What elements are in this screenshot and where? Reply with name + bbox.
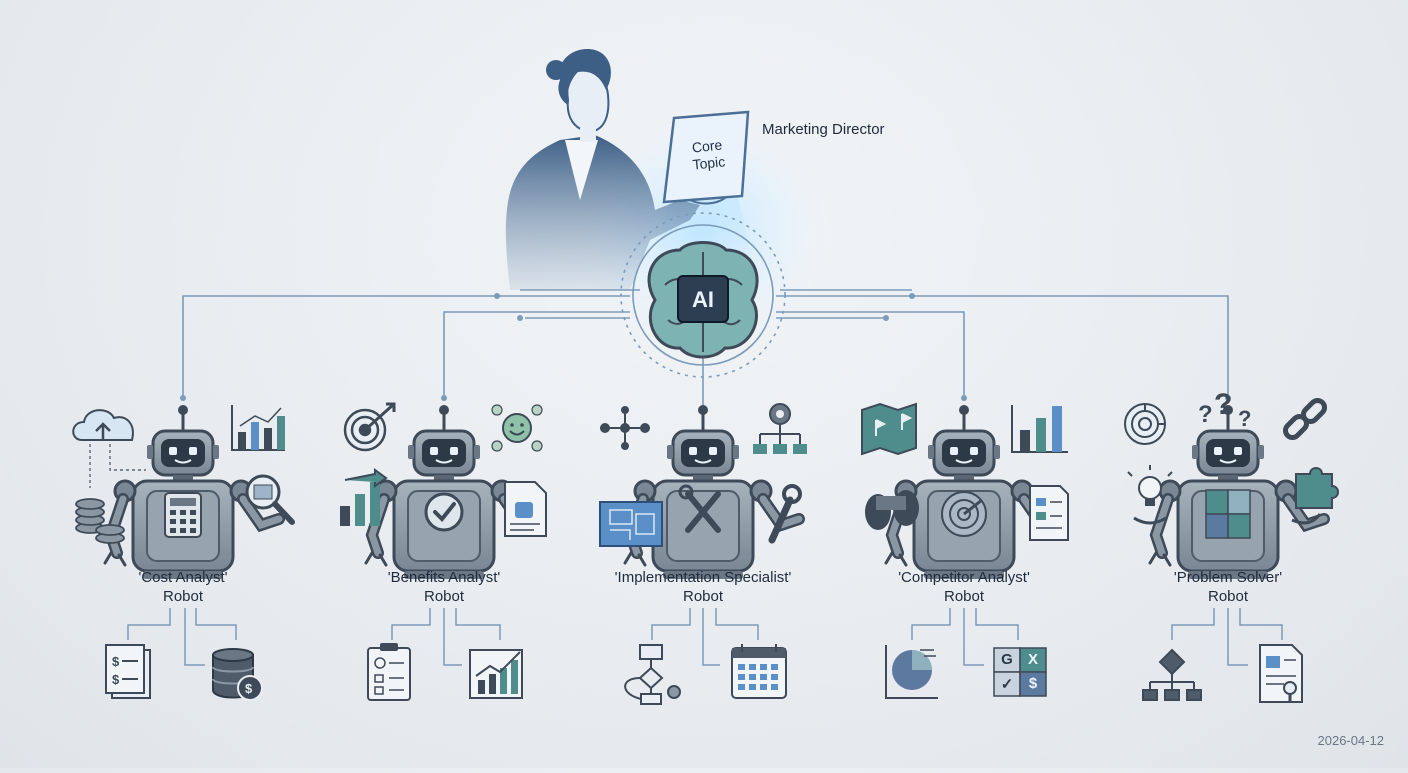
map-flags-icon [861, 402, 917, 456]
clipboard-checklist-icon [367, 643, 411, 701]
robot-title: 'Problem Solver' [1173, 569, 1283, 586]
output-branches [127, 608, 1283, 666]
svg-text:?: ? [1214, 388, 1232, 421]
network-nodes [180, 293, 1231, 401]
ai-hub-label: AI [692, 287, 714, 312]
svg-text:?: ? [1238, 406, 1251, 431]
invoice-stack-icon: $ $ [105, 644, 151, 699]
core-topic-text: Core Topic [691, 136, 726, 173]
robot-label-implementation-specialist: 'Implementation Specialist' Robot [573, 568, 833, 606]
chain-link-icon [1282, 397, 1328, 441]
robot-title: 'Competitor Analyst' [898, 569, 1030, 586]
flowchart-gear-icon [624, 644, 681, 705]
robot-subtitle: Robot [943, 588, 985, 605]
marketing-director-label: Marketing Director [762, 121, 885, 138]
ai-brain-hub [647, 241, 759, 359]
svg-text:$: $ [112, 654, 120, 669]
comparison-grid-icon [993, 647, 1047, 697]
bar-chart-icon [231, 405, 285, 451]
robot-subtitle: Robot [682, 588, 724, 605]
marketing-director-figure [505, 49, 700, 290]
core-topic-card [662, 110, 750, 205]
svg-text:$: $ [112, 672, 120, 687]
robot-title: 'Benefits Analyst' [387, 569, 501, 586]
document-search-icon [1259, 644, 1303, 703]
grid-cell: $ [1028, 675, 1038, 692]
robot-label-competitor-analyst: 'Competitor Analyst' Robot [834, 568, 1094, 606]
svg-text:?: ? [1198, 401, 1213, 428]
radar-icon [941, 491, 987, 537]
puzzle-piece-icon [1291, 467, 1339, 525]
question-marks-icon: ? ? ? [1198, 388, 1251, 431]
puzzle-icon [1205, 489, 1251, 539]
robot-label-problem-solver: 'Problem Solver' Robot [1098, 568, 1358, 606]
robot-implementation-specialist [625, 405, 799, 579]
calendar-icon [731, 644, 787, 699]
robot-label-cost-analyst: 'Cost Analyst' Robot [53, 568, 313, 606]
svg-text:$: $ [245, 681, 253, 696]
report-icon [1029, 485, 1069, 541]
happy-face-icon [491, 404, 543, 452]
database-coin-icon: $ [212, 648, 263, 701]
coin-stack-icon [75, 498, 125, 544]
maze-icon [1124, 403, 1166, 445]
robot-subtitle: Robot [423, 588, 465, 605]
bar-chart-icon [1011, 405, 1068, 453]
magnifier-icon [245, 474, 295, 525]
blueprint-icon [599, 501, 663, 547]
grid-cell: ✓ [1000, 676, 1014, 693]
robot-subtitle: Robot [1207, 588, 1249, 605]
cloud-upload-icon [72, 409, 134, 441]
pie-chart-icon [885, 645, 938, 699]
telescope-icon [865, 490, 919, 530]
date-stamp: 2026-04-12 [1317, 733, 1385, 748]
timeline-icon [600, 406, 650, 450]
grid-cell: X [1027, 651, 1038, 668]
robot-title: 'Implementation Specialist' [614, 569, 792, 586]
lightbulb-icon [1127, 465, 1173, 525]
gear-hierarchy-icon [753, 403, 807, 454]
calculator-icon [164, 492, 202, 538]
robot-title: 'Cost Analyst' [138, 569, 228, 586]
decision-tree-icon [1142, 648, 1202, 701]
wrench-screwdriver-icon [678, 484, 721, 533]
robot-subtitle: Robot [162, 588, 204, 605]
grid-cell: G [1001, 651, 1013, 668]
robot-label-benefits-analyst: 'Benefits Analyst' Robot [314, 568, 574, 606]
target-icon [343, 402, 396, 452]
wrench-icon [768, 484, 802, 544]
trend-chart-icon [469, 649, 523, 699]
network-lines [182, 212, 1229, 405]
growth-bars-icon [340, 468, 388, 526]
checkmark-icon [424, 492, 464, 532]
thumbs-up-doc-icon [504, 481, 547, 537]
